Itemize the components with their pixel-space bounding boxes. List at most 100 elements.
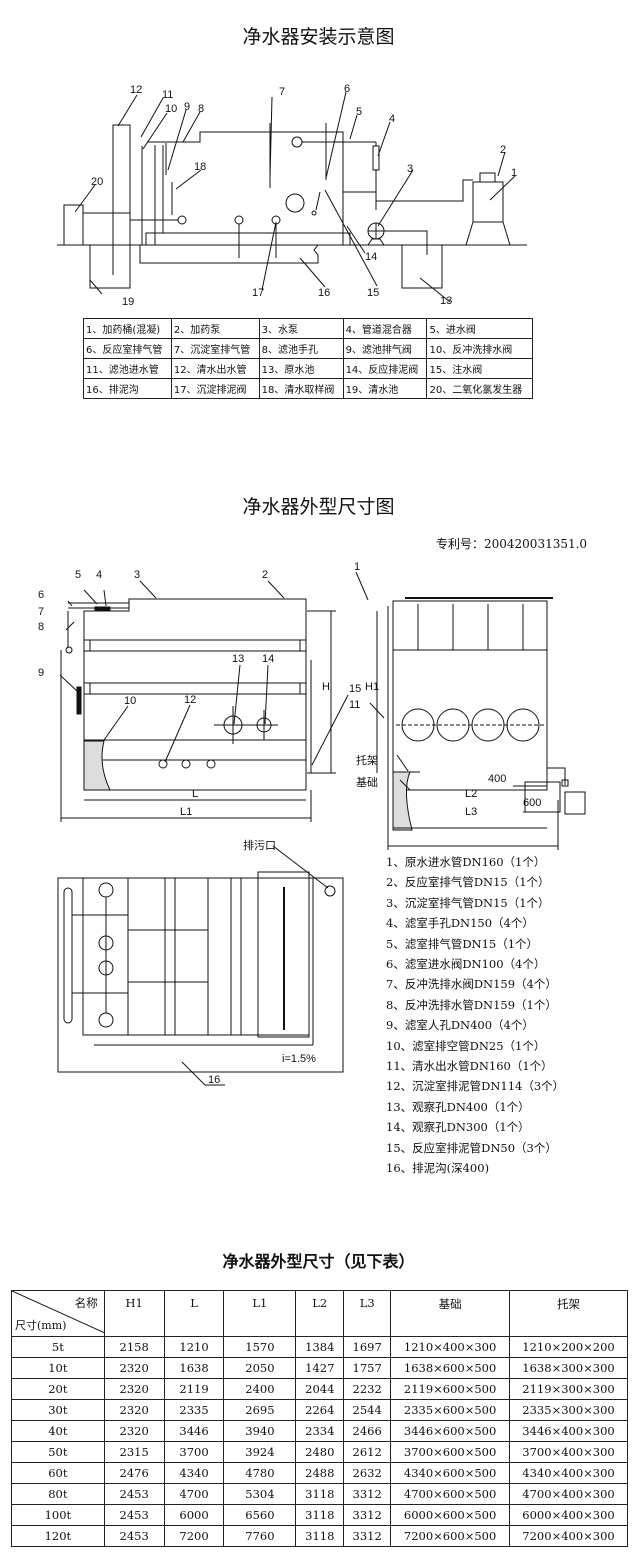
column-header: L1 xyxy=(223,1290,297,1337)
capacity-cell: 20t xyxy=(11,1378,105,1400)
legend-cell: 19、清水池 xyxy=(342,378,428,399)
dimension-cell: 2335×300×300 xyxy=(509,1399,628,1421)
capacity-cell: 120t xyxy=(11,1525,105,1547)
dimension-cell: 2612 xyxy=(343,1441,392,1463)
dimension-cell: 3446×400×300 xyxy=(509,1420,628,1442)
dimension-cell: 2320 xyxy=(103,1378,165,1400)
callout-2: 2 xyxy=(500,144,506,156)
capacity-cell: 50t xyxy=(11,1441,105,1463)
dimension-cell: 3118 xyxy=(295,1483,345,1505)
front-callout-15: 15 xyxy=(349,683,361,695)
dimension-cell: 2315 xyxy=(103,1441,165,1463)
dimension-table-title: 净水器外型尺寸（见下表） xyxy=(222,1252,415,1271)
capacity-cell: 10t xyxy=(11,1357,105,1379)
legend-cell: 9、滤池排气阀 xyxy=(342,338,428,359)
callout-7: 7 xyxy=(279,86,285,98)
dimension-cell: 3446 xyxy=(163,1420,225,1442)
dimension-cell: 3700×400×300 xyxy=(509,1441,628,1463)
part-item: 14、观察孔DN300（1个） xyxy=(386,1120,530,1135)
callout-12: 12 xyxy=(130,84,142,96)
dimension-cell: 2320 xyxy=(103,1399,165,1421)
callout-19: 19 xyxy=(122,296,134,308)
column-header: H1 xyxy=(103,1290,165,1337)
front-callout-10: 10 xyxy=(124,695,136,707)
dimension-cell: 1570 xyxy=(223,1336,297,1358)
dimension-cell: 6000 xyxy=(163,1504,225,1526)
dimension-cell: 2695 xyxy=(223,1399,297,1421)
callout-13: 13 xyxy=(440,295,452,307)
callout-20: 20 xyxy=(91,176,103,188)
raw-water-pool xyxy=(401,245,443,289)
callout-11: 11 xyxy=(162,89,173,101)
dim-l1: L1 xyxy=(180,806,192,818)
front-callout-14: 14 xyxy=(262,653,274,665)
corner-unit: 尺寸(mm) xyxy=(15,1319,67,1332)
dimension-cell: 3312 xyxy=(343,1525,392,1547)
callout-9: 9 xyxy=(184,101,190,113)
corner-name: 名称 xyxy=(74,1296,98,1310)
side-callout-1: 1 xyxy=(354,561,360,573)
capacity-cell: 80t xyxy=(11,1483,105,1505)
dim-400: 400 xyxy=(488,773,506,785)
installation-schematic: 12 11 10 9 8 7 6 5 4 3 2 1 18 20 19 13 1… xyxy=(57,83,527,308)
front-callout-5: 5 xyxy=(75,569,81,581)
dimension-cell: 4340×600×500 xyxy=(390,1462,511,1484)
dimension-cell: 1757 xyxy=(343,1357,392,1379)
dimension-cell: 7200×400×300 xyxy=(509,1525,628,1547)
part-item: 13、观察孔DN400（1个） xyxy=(386,1099,530,1114)
capacity-cell: 60t xyxy=(11,1462,105,1484)
dimension-cell: 1210×200×200 xyxy=(509,1336,628,1358)
side-view-body xyxy=(392,600,548,791)
part-item: 9、滤室人孔DN400（4个） xyxy=(386,1018,534,1033)
dimension-cell: 6000×600×500 xyxy=(390,1504,511,1526)
label-slope: i=1.5% xyxy=(282,1053,316,1065)
front-callout-13: 13 xyxy=(232,653,244,665)
capacity-cell: 100t xyxy=(11,1504,105,1526)
dim-600: 600 xyxy=(523,797,541,809)
label-sewage-outlet: 排污口 xyxy=(243,838,276,852)
callout-10: 10 xyxy=(165,103,177,115)
clear-water-outlet-column xyxy=(112,124,131,246)
dosing-pump xyxy=(479,172,496,183)
dimension-cell: 2632 xyxy=(343,1462,392,1484)
capacity-cell: 30t xyxy=(11,1399,105,1421)
front-callout-6: 6 xyxy=(38,589,44,601)
sludge-trench xyxy=(139,244,319,264)
column-header: 基础 xyxy=(390,1290,511,1337)
dimension-cell: 3940 xyxy=(223,1420,297,1442)
dimension-cell: 2050 xyxy=(223,1357,297,1379)
dimension-cell: 1638×600×500 xyxy=(390,1357,511,1379)
dimension-cell: 7760 xyxy=(223,1525,297,1547)
dimension-cell: 4700 xyxy=(163,1483,225,1505)
callout-15: 15 xyxy=(367,287,379,299)
part-item: 6、滤室进水阀DN100（4个） xyxy=(386,957,546,972)
part-item: 4、滤室手孔DN150（4个） xyxy=(386,916,534,931)
front-callout-12: 12 xyxy=(184,694,196,706)
dimension-cell: 1427 xyxy=(295,1357,345,1379)
callout-8: 8 xyxy=(198,103,204,115)
part-item: 16、排泥沟(深400) xyxy=(386,1161,490,1176)
callout-17: 17 xyxy=(252,287,264,299)
clear-water-pool xyxy=(89,245,131,289)
dimension-cell: 2453 xyxy=(103,1483,165,1505)
dimension-cell: 2119 xyxy=(163,1378,225,1400)
part-item: 12、沉淀室排泥管DN114（3个） xyxy=(386,1079,565,1094)
dimension-cell: 2335×600×500 xyxy=(390,1399,511,1421)
callout-6: 6 xyxy=(344,83,350,95)
dimension-cell: 7200 xyxy=(163,1525,225,1547)
install-diagram-title: 净水器安装示意图 xyxy=(242,26,395,48)
dim-h1: H1 xyxy=(365,681,379,693)
dimension-cell: 2453 xyxy=(103,1504,165,1526)
part-item: 5、滤室排气管DN15（1个） xyxy=(386,936,539,951)
dimension-cell: 2320 xyxy=(103,1357,165,1379)
